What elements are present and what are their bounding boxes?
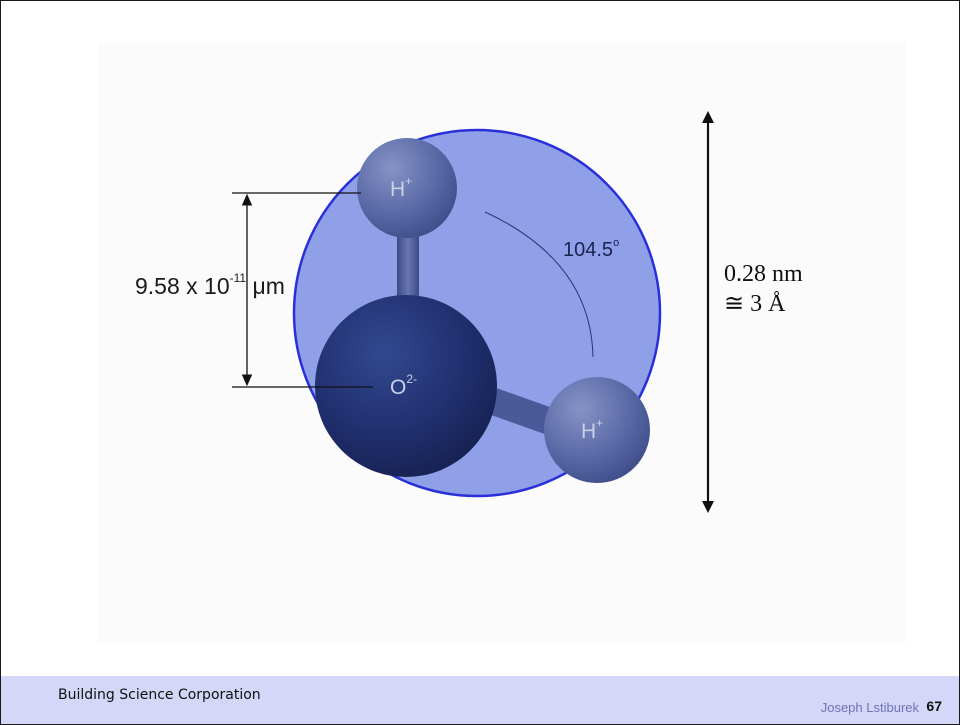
bond-top [397,226,419,316]
page-number: 67 [926,698,942,714]
oxygen-atom [315,295,497,477]
organization-name: Building Science Corporation [58,687,261,703]
author-name: Joseph Lstiburek [820,700,919,715]
bond-angle-label: 104.5o [563,237,620,261]
diameter-arrowhead-top [702,111,714,123]
diameter-angstrom: ≅ 3 Å [724,291,786,317]
hydrogen-atom-right [544,377,650,483]
oxygen-label: O2- [390,372,418,399]
slide-footer: Building Science Corporation Joseph Lsti… [1,676,959,724]
hydrogen-right-label: H+ [581,416,604,443]
molecule-diameter-label: 0.28 nm ≅ 3 Å [724,259,803,319]
diameter-nm: 0.28 nm [724,261,803,287]
bond-length-label: 9.58 x 10-11 μm [135,271,285,299]
angle-arc [484,211,594,358]
hydrogen-atom-top [357,138,457,238]
hydrogen-top-label: H+ [390,174,413,201]
diameter-arrowhead-bottom [702,501,714,513]
